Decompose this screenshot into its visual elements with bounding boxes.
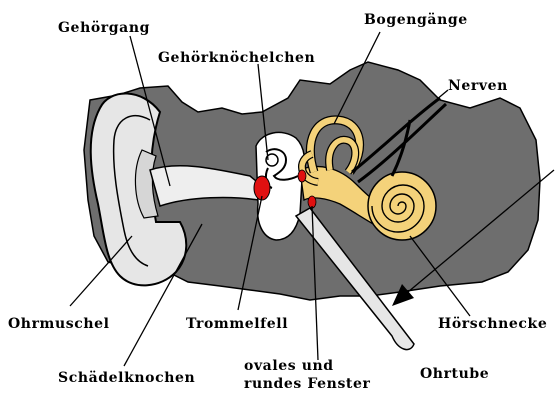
label-ohrtube: Ohrtube [420, 366, 489, 382]
label-fenster-line2: rundes Fenster [244, 376, 371, 392]
label-gehoerknoechelchen: Gehörknöchelchen [158, 50, 315, 66]
label-schaedelknochen: Schädelknochen [58, 370, 195, 386]
label-bogengaenge: Bogengänge [364, 12, 468, 28]
label-trommelfell: Trommelfell [186, 316, 288, 332]
label-ohrmuschel: Ohrmuschel [8, 316, 110, 332]
label-nerven: Nerven [448, 78, 508, 94]
cochlea [368, 172, 436, 240]
label-fenster-line1: ovales und [244, 358, 334, 374]
label-hoerschnecke: Hörschnecke [438, 316, 547, 332]
oval-window [298, 170, 306, 182]
label-gehoergang: Gehörgang [58, 20, 150, 36]
